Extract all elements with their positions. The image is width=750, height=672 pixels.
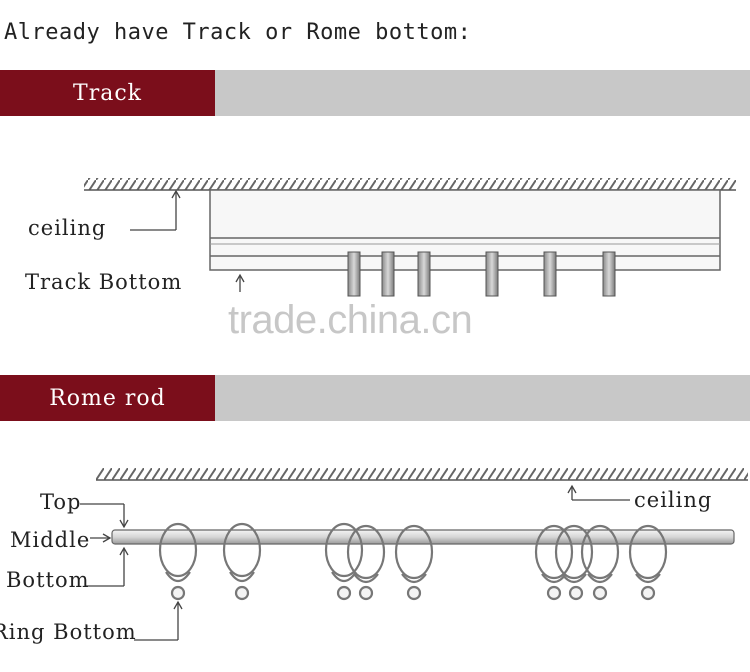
track-section-bar: Track: [0, 70, 750, 116]
rome-section-bar: Rome rod: [0, 375, 750, 421]
track-diagram: [84, 178, 736, 297]
rome-middle-label: Middle: [10, 528, 91, 552]
intro-text: Already have Track or Rome bottom:: [4, 20, 472, 45]
track-ceiling-hatch: [84, 178, 736, 190]
rome-ring-bottom-label: Ring Bottom: [0, 620, 137, 644]
track-section-title: Track: [0, 70, 215, 116]
rome-bottom-label: Bottom: [6, 568, 90, 592]
track-bottom-label: Track Bottom: [25, 270, 183, 294]
track-runners: [347, 251, 616, 297]
track-body: [209, 189, 721, 271]
rome-ceiling-hatch: [96, 468, 748, 480]
rome-diagram: [80, 468, 748, 641]
track-ceiling-label: ceiling: [28, 216, 107, 240]
watermark: trade.china.cn: [228, 298, 473, 342]
rome-ceiling-label: ceiling: [634, 488, 713, 512]
rome-rod: [111, 529, 735, 545]
rome-section-title: Rome rod: [0, 375, 215, 421]
rome-top-label: Top: [40, 490, 82, 514]
rome-rings: [158, 522, 668, 601]
